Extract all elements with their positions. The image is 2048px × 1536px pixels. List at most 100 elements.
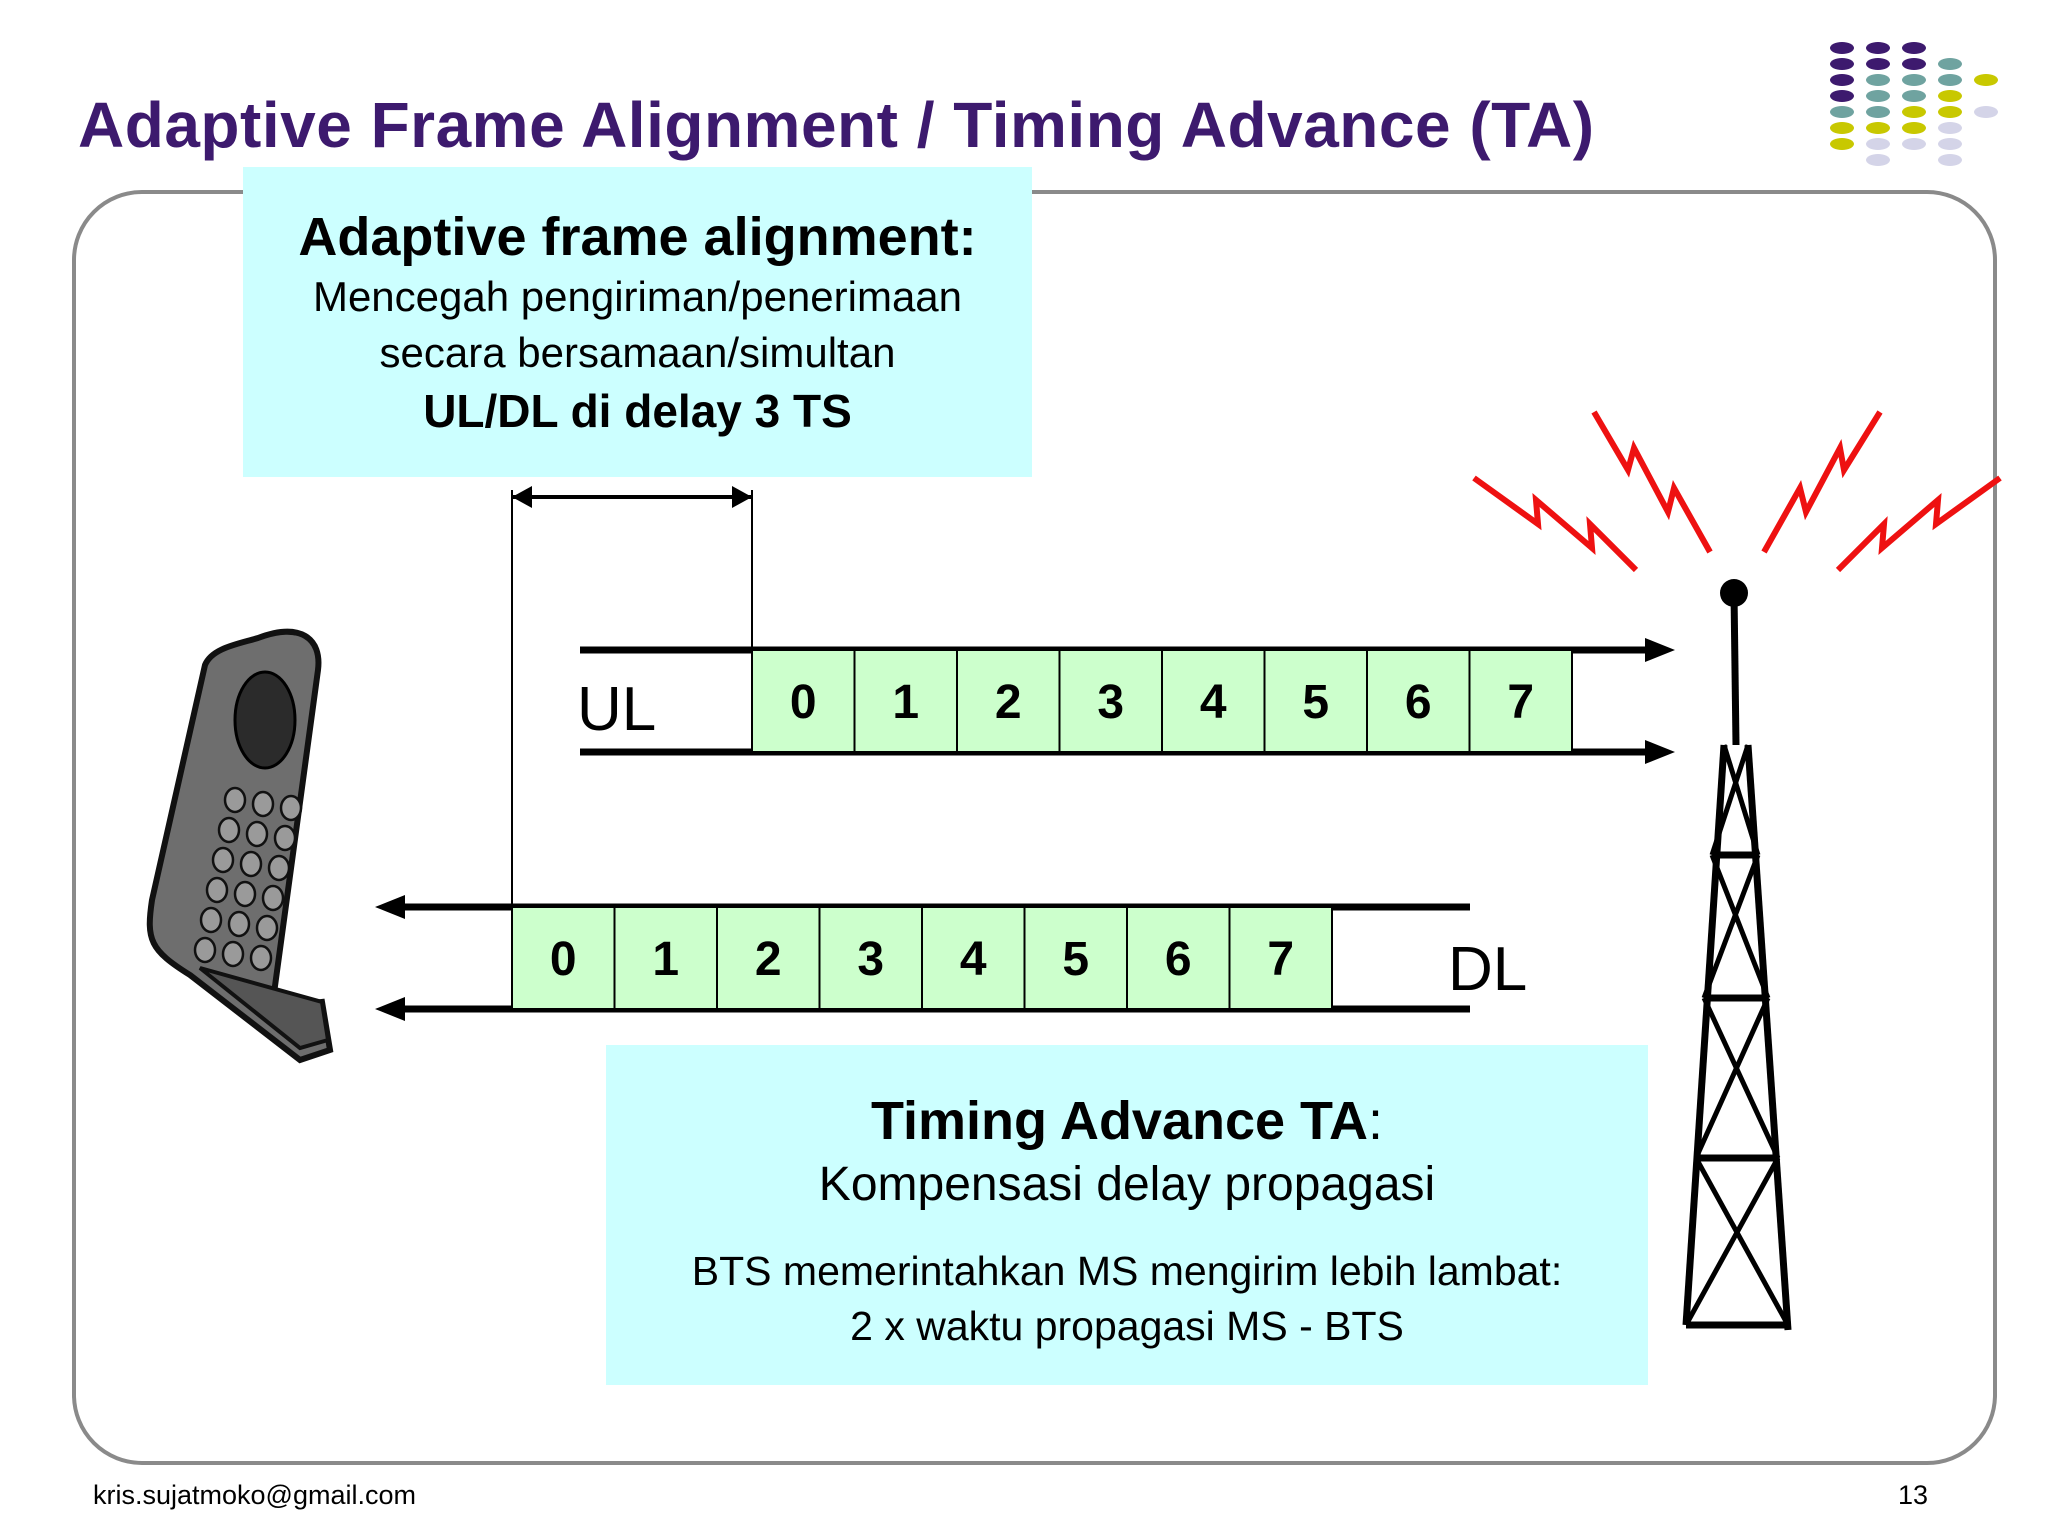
ul-slot-5 bbox=[1263, 649, 1368, 753]
footer-email: kris.sujatmoko@gmail.com bbox=[93, 1480, 416, 1510]
keypad-key bbox=[221, 940, 245, 968]
decorative-dot bbox=[1866, 90, 1890, 102]
ul-slot-label-0: 0 bbox=[790, 676, 817, 729]
decorative-dot bbox=[1830, 122, 1854, 134]
decorative-dot bbox=[1866, 122, 1890, 134]
decorative-dot bbox=[1830, 106, 1854, 118]
dl-slot-row: 0 1 2 3 4 5 6 7 bbox=[511, 906, 1333, 1010]
dl-slot-label-3: 3 bbox=[857, 933, 884, 986]
radio-signal-icon bbox=[1472, 410, 2002, 573]
ul-top-arrowhead bbox=[1645, 638, 1675, 662]
decorative-dot bbox=[1902, 58, 1926, 70]
timing-advance-heading-row: Timing Advance TA: bbox=[606, 1088, 1648, 1154]
dl-slot-4 bbox=[921, 906, 1026, 1010]
decorative-dot bbox=[1974, 74, 1998, 86]
dl-slot-0 bbox=[511, 906, 616, 1010]
dl-slot-label-7: 7 bbox=[1267, 933, 1294, 986]
decorative-dot bbox=[1938, 122, 1962, 134]
slide-title: Adaptive Frame Alignment / Timing Advanc… bbox=[78, 89, 1595, 161]
dl-slot-label-5: 5 bbox=[1062, 933, 1089, 986]
dl-slot-2 bbox=[716, 906, 821, 1010]
page-number: 13 bbox=[1898, 1480, 1929, 1510]
decorative-dot bbox=[1902, 106, 1926, 118]
decorative-dot bbox=[1830, 58, 1854, 70]
frame-alignment-heading: Adaptive frame alignment: bbox=[298, 207, 977, 267]
ul-slot-label-2: 2 bbox=[995, 676, 1022, 729]
dl-slot-label-0: 0 bbox=[550, 933, 577, 986]
dl-label: DL bbox=[1448, 935, 1527, 1004]
dl-slot-5 bbox=[1023, 906, 1128, 1010]
keypad-key bbox=[217, 816, 241, 844]
ul-bottom-arrowhead bbox=[1645, 740, 1675, 764]
keypad-key bbox=[205, 876, 229, 904]
ul-slot-label-5: 5 bbox=[1302, 676, 1329, 729]
bts-tower-icon bbox=[1682, 579, 1792, 1331]
decorative-dot bbox=[1830, 74, 1854, 86]
dl-slot-label-1: 1 bbox=[652, 933, 679, 986]
decorative-dot bbox=[1866, 154, 1890, 166]
decorative-dot bbox=[1938, 74, 1962, 86]
decorative-dot bbox=[1902, 74, 1926, 86]
keypad-key bbox=[223, 786, 247, 814]
dl-slot-label-6: 6 bbox=[1165, 933, 1192, 986]
ul-slot-label-6: 6 bbox=[1405, 676, 1432, 729]
keypad-key bbox=[249, 944, 273, 972]
decorative-dot bbox=[1902, 42, 1926, 54]
timing-advance-line-1: BTS memerintahkan MS mengirim lebih lamb… bbox=[691, 1248, 1563, 1294]
ul-slot-label-7: 7 bbox=[1507, 676, 1534, 729]
timing-advance-heading-colon: : bbox=[1368, 1091, 1384, 1151]
frame-alignment-line-1: Mencegah pengiriman/penerimaan bbox=[312, 273, 963, 320]
decorative-dot bbox=[1830, 90, 1854, 102]
dot-grid-group bbox=[1830, 42, 1998, 166]
delay-arrow-right-head bbox=[732, 486, 752, 508]
decorative-dot bbox=[1830, 138, 1854, 150]
decorative-dot bbox=[1866, 74, 1890, 86]
dl-slot-1 bbox=[613, 906, 718, 1010]
mobile-phone-icon bbox=[146, 628, 334, 1064]
ul-slot-6 bbox=[1366, 649, 1471, 753]
ul-slot-7 bbox=[1468, 649, 1573, 753]
decorative-dot bbox=[1902, 138, 1926, 150]
decorative-dot-grid bbox=[1830, 42, 1998, 166]
ul-slot-label-3: 3 bbox=[1097, 676, 1124, 729]
decorative-dot bbox=[1974, 106, 1998, 118]
ul-slot-4 bbox=[1161, 649, 1266, 753]
dl-slot-3 bbox=[818, 906, 923, 1010]
timing-advance-line-2: 2 x waktu propagasi MS - BTS bbox=[850, 1303, 1404, 1349]
delay-arrow-left-head bbox=[512, 486, 532, 508]
decorative-dot bbox=[1866, 58, 1890, 70]
frame-alignment-line-2: secara bersamaan/simultan bbox=[379, 329, 896, 376]
keypad-key bbox=[245, 820, 269, 848]
dl-slot-label-4: 4 bbox=[960, 933, 987, 986]
decorative-dot bbox=[1938, 90, 1962, 102]
decorative-dot bbox=[1938, 106, 1962, 118]
timing-advance-box: Timing Advance TA: Kompensasi delay prop… bbox=[606, 1045, 1648, 1385]
keypad-key bbox=[193, 936, 217, 964]
content-frame bbox=[72, 190, 1997, 1465]
keypad-key bbox=[211, 846, 235, 874]
dl-bottom-arrowhead bbox=[375, 997, 405, 1021]
keypad-key bbox=[199, 906, 223, 934]
decorative-dot bbox=[1902, 122, 1926, 134]
timing-advance-heading: Timing Advance TA bbox=[870, 1091, 1369, 1151]
keypad-key bbox=[279, 794, 303, 822]
keypad-key bbox=[255, 914, 279, 942]
ul-slot-0 bbox=[751, 649, 856, 753]
decorative-dot bbox=[1830, 42, 1854, 54]
keypad-key bbox=[267, 854, 291, 882]
dl-slot-label-2: 2 bbox=[755, 933, 782, 986]
decorative-dot bbox=[1938, 154, 1962, 166]
keypad-key bbox=[227, 910, 251, 938]
keypad-key bbox=[251, 790, 275, 818]
dl-top-arrowhead bbox=[375, 895, 405, 919]
decorative-dot bbox=[1866, 42, 1890, 54]
ul-slot-label-1: 1 bbox=[892, 676, 919, 729]
decorative-dot bbox=[1938, 138, 1962, 150]
keypad-key bbox=[233, 880, 257, 908]
keypad-key bbox=[273, 824, 297, 852]
frame-alignment-line-3: UL/DL di delay 3 TS bbox=[423, 385, 852, 437]
dl-slot-6 bbox=[1126, 906, 1231, 1010]
dl-slot-7 bbox=[1228, 906, 1333, 1010]
